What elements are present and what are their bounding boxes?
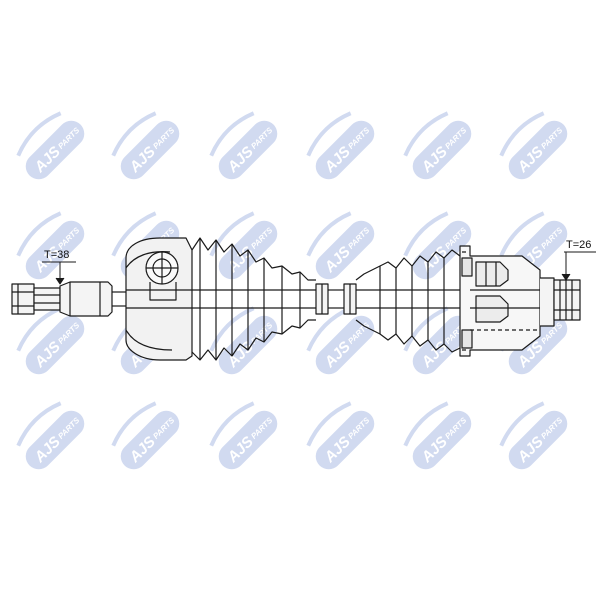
right-thread-label: T=26: [566, 239, 591, 251]
drive-shaft: [11, 237, 596, 361]
middle-shaft: [315, 283, 357, 315]
dimension-callouts: [42, 251, 596, 285]
left-cv-boot: [191, 237, 316, 361]
outer-cv-joint: [125, 237, 193, 361]
right-cv-boot: [355, 249, 461, 353]
inner-tripod-joint: [459, 245, 555, 357]
right-spline-stub: [553, 279, 581, 321]
left-spline-stub: [11, 281, 126, 317]
left-thread-label: T=38: [44, 249, 69, 261]
